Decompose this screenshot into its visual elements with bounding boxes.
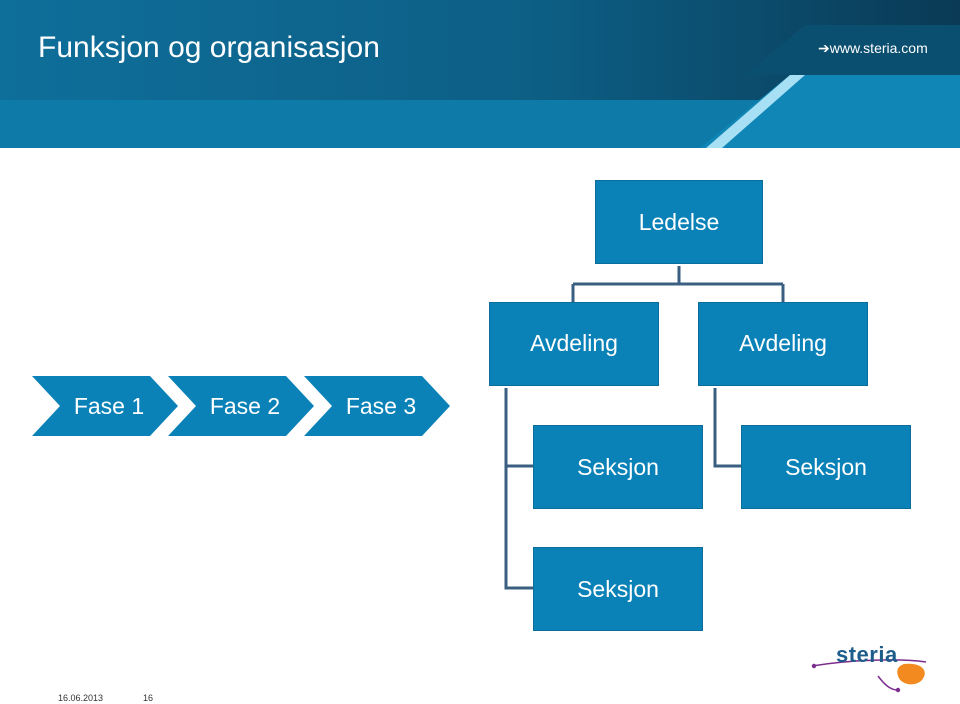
footer-page-number: 16 [143, 693, 154, 703]
org-box-label: Avdeling [530, 330, 618, 356]
org-box-ledelse: Ledelse [595, 180, 763, 264]
website-url: www.steria.com [829, 40, 928, 56]
phase-chevron-1 [32, 376, 178, 436]
steria-logo-text: steria [836, 642, 898, 667]
phase-chevron-3 [304, 376, 450, 436]
page-title: Funksjon og organisasjon [38, 31, 380, 64]
org-box-avdeling-2: Avdeling [698, 302, 868, 386]
connector-section-2 [713, 388, 741, 468]
arrow-right-icon: ➔ [818, 40, 830, 56]
org-box-label: Seksjon [577, 453, 659, 480]
phase-chevron-2 [168, 376, 314, 436]
steria-logo: steria [808, 640, 936, 698]
footer-date: 16.06.2013 [58, 693, 104, 703]
phase-label-2: Fase 2 [209, 393, 281, 419]
header-band: Funksjon og organisasjon ➔www.steria.com [0, 0, 960, 148]
connector-section-1 [504, 388, 533, 468]
org-box-label: Ledelse [638, 208, 720, 235]
org-box-seksjon-3: Seksjon [533, 547, 703, 631]
org-box-seksjon-2: Seksjon [741, 425, 911, 509]
connector-section-3 [504, 466, 533, 590]
website-link[interactable]: ➔www.steria.com [818, 40, 928, 57]
header-background [0, 0, 960, 148]
phase-chevron-shapes [32, 376, 450, 436]
phase-label-3: Fase 3 [345, 393, 417, 419]
org-box-avdeling-1: Avdeling [489, 302, 659, 386]
org-box-label: Seksjon [577, 575, 659, 602]
org-box-label: Seksjon [785, 453, 867, 480]
org-box-label: Avdeling [739, 330, 827, 356]
phase-label-1: Fase 1 [73, 393, 145, 419]
phase-chevrons: Fase 1 Fase 2 Fase 3 [32, 376, 452, 436]
steria-logo-mark [811, 659, 927, 693]
org-box-seksjon-1: Seksjon [533, 425, 703, 509]
